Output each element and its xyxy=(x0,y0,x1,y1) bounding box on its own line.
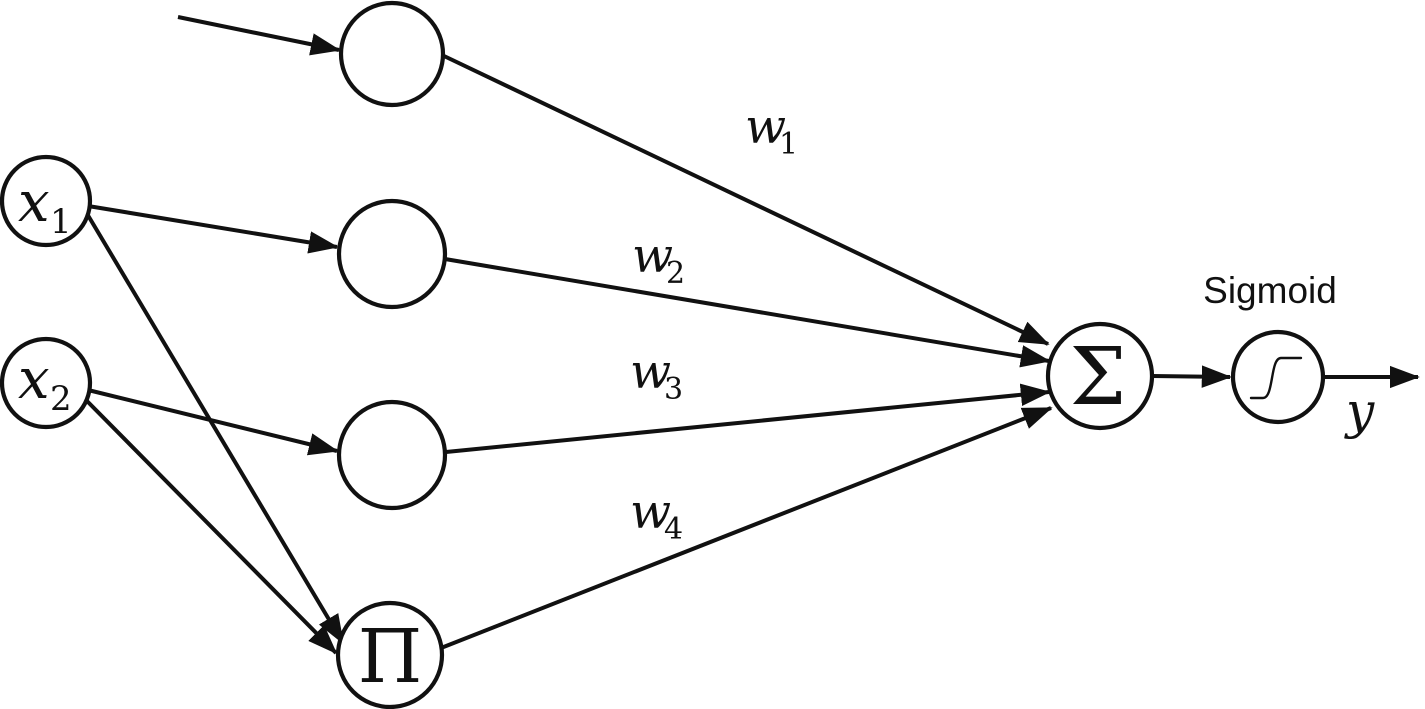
edge-x2-to-hidden3 xyxy=(87,388,339,456)
hidden-node-1 xyxy=(338,0,446,108)
weight-w4-label: w xyxy=(630,484,671,540)
sum-node xyxy=(1045,321,1155,431)
edge-w2-hidden2-to-sum xyxy=(444,257,1051,368)
nodes xyxy=(0,0,1326,709)
weight-w1-subscript: 1 xyxy=(779,127,798,162)
hidden-node-2 xyxy=(336,198,448,310)
input-x1-subscript: 1 xyxy=(50,202,72,242)
weight-w3-label: w xyxy=(630,344,671,400)
input-x2-subscript: 2 xyxy=(50,379,72,419)
edge-w1-hidden1-to-sum xyxy=(443,54,1050,346)
edge-x1-to-hidden2 xyxy=(87,204,339,254)
edges xyxy=(83,15,1420,655)
sigmoid-title: Sigmoid xyxy=(1203,270,1337,311)
sigmoid-node xyxy=(1230,329,1326,425)
input-x1-label: x xyxy=(18,170,50,235)
weight-w3-subscript: 3 xyxy=(664,372,683,407)
sigmoid-curve-icon xyxy=(1249,356,1303,400)
input-node-x1 xyxy=(0,154,93,248)
labels: x 1 x 2 w 1 w 2 w 3 w 4 Π Σ Sigmoid y xyxy=(18,99,1375,700)
edge-sum-to-sigmoid xyxy=(1151,365,1232,388)
input-node-x2 xyxy=(0,336,93,430)
edge-x2-to-product xyxy=(83,397,338,655)
hidden-node-3 xyxy=(336,399,448,511)
product-node xyxy=(335,600,445,709)
edge-x1-to-product xyxy=(84,210,345,645)
weight-w2-subscript: 2 xyxy=(666,256,685,291)
product-node-symbol: Π xyxy=(358,614,423,700)
edge-w3-hidden3-to-sum xyxy=(445,383,1051,454)
weight-w2-label: w xyxy=(632,228,673,284)
edge-external-input-to-hidden1 xyxy=(177,15,341,56)
sum-node-symbol: Σ xyxy=(1070,330,1127,423)
input-x2-label: x xyxy=(18,347,50,412)
weight-w1-label: w xyxy=(745,99,786,155)
output-y-label: y xyxy=(1344,382,1375,440)
weight-w4-subscript: 4 xyxy=(664,512,683,547)
edge-w4-product-to-sum xyxy=(440,406,1053,650)
